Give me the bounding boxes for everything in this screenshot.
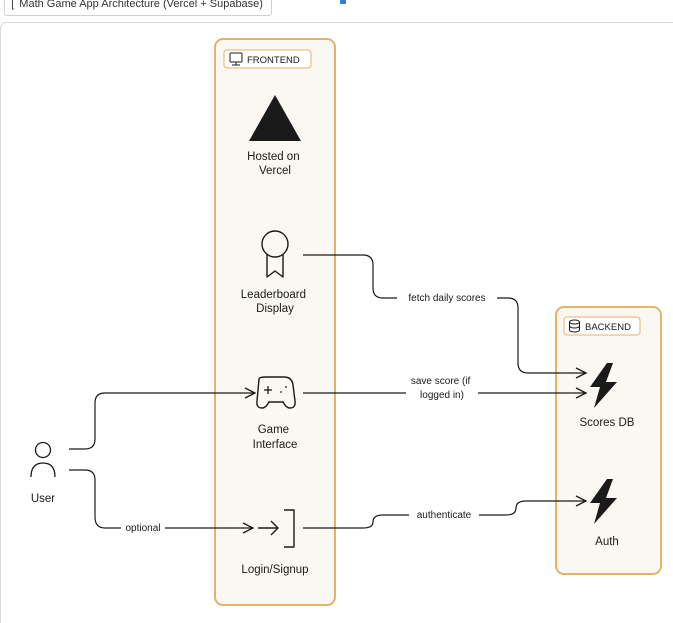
diagram-title-chip[interactable]: ⌊ Math Game App Architecture (Vercel + S… xyxy=(4,0,272,16)
vercel-triangle-icon[interactable] xyxy=(249,95,301,141)
frame-icon: ⌊ xyxy=(11,0,16,11)
auth-bolt-icon[interactable] xyxy=(590,479,617,524)
user-node-label: User xyxy=(31,493,55,505)
backend-group-chip xyxy=(563,316,641,336)
database-icon xyxy=(569,319,580,333)
selection-marker xyxy=(340,0,346,4)
edge-label-bg xyxy=(409,507,479,521)
optional-label: optional xyxy=(125,523,160,534)
fetch-daily-scores-label: fetch daily scores xyxy=(408,293,485,304)
monitor-icon xyxy=(229,52,243,66)
frontend-group[interactable] xyxy=(214,38,336,606)
gamepad-icon[interactable] xyxy=(256,376,296,409)
user-icon[interactable] xyxy=(30,441,56,478)
award-ribbon-icon[interactable] xyxy=(261,230,289,278)
backend-label: BACKEND xyxy=(585,322,631,333)
edge-label-bg xyxy=(406,373,478,402)
scores-db-node-label: Scores DB xyxy=(580,417,635,429)
edge-label-bg xyxy=(121,520,165,534)
edge-label-bg xyxy=(397,290,497,304)
game-node-label: Game Interface xyxy=(253,424,298,451)
vercel-node-label: Hosted on Vercel xyxy=(247,151,303,177)
scores-db-bolt-icon[interactable] xyxy=(590,363,617,408)
diagram-title: Math Game App Architecture (Vercel + Sup… xyxy=(19,0,263,10)
frontend-label: FRONTEND xyxy=(247,55,300,66)
authenticate-label: authenticate xyxy=(417,510,472,521)
diagram-canvas[interactable]: FRONTEND BACKEND Hosted on Vercel Leader… xyxy=(0,22,673,623)
auth-node-label: Auth xyxy=(595,536,619,548)
edge-fetch-daily-scores[interactable] xyxy=(303,254,586,373)
leaderboard-node-label: Leaderboard Display xyxy=(241,289,309,315)
edge-user-to-game[interactable] xyxy=(69,393,255,450)
backend-group[interactable] xyxy=(555,306,662,575)
edge-user-to-login[interactable] xyxy=(69,469,253,528)
architecture-diagram: FRONTEND BACKEND Hosted on Vercel Leader… xyxy=(30,38,662,606)
frontend-group-chip xyxy=(223,49,312,69)
login-node-label: Login/Signup xyxy=(241,564,308,576)
login-arrow-icon[interactable] xyxy=(258,509,295,548)
save-score-label: save score (if logged in) xyxy=(411,376,473,401)
